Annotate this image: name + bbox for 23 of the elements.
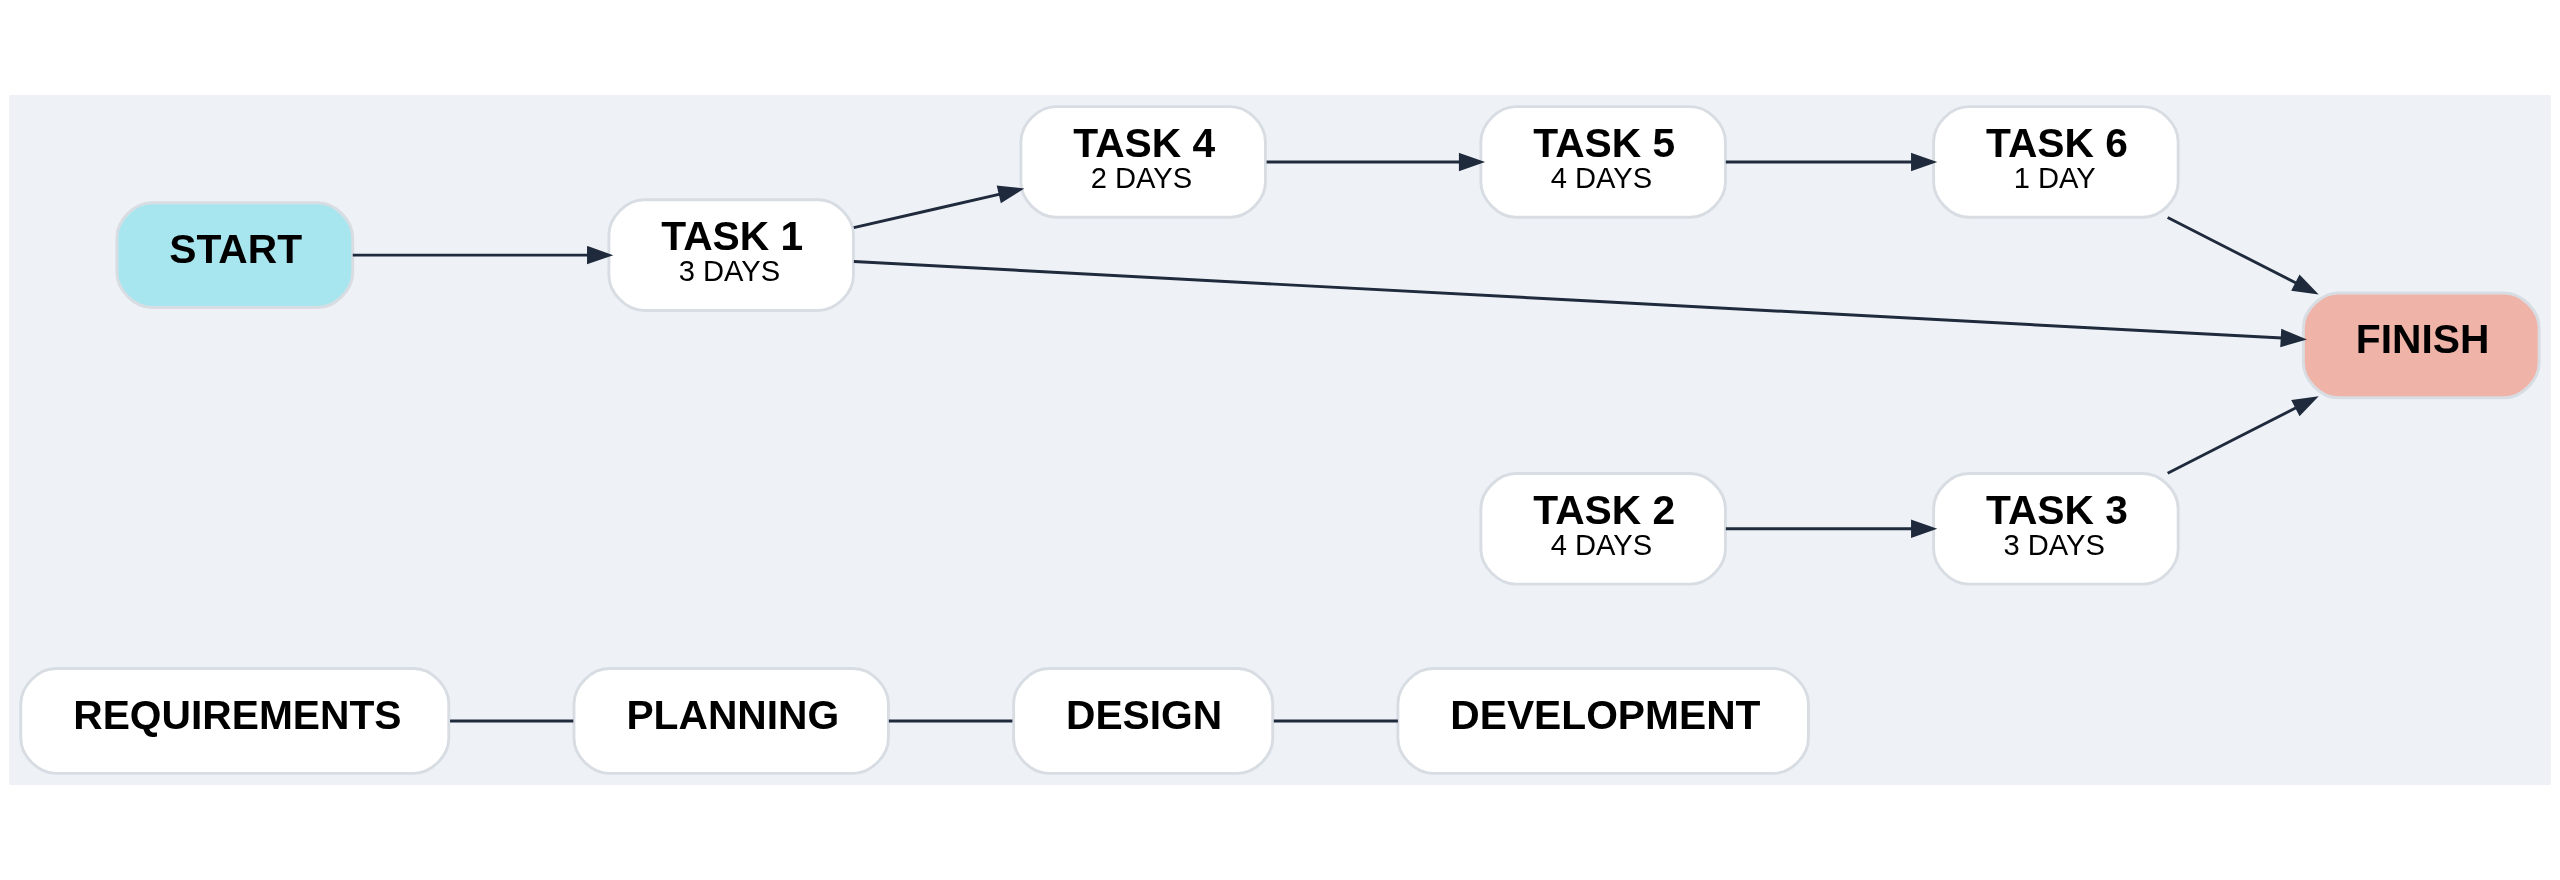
arrow xyxy=(1266,152,1486,172)
arrow xyxy=(2167,216,2319,295)
node-box: TASK 1 3 DAYS xyxy=(607,198,855,312)
arrow xyxy=(2167,396,2319,475)
node-box: TASK 4 2 DAYS xyxy=(1019,105,1267,219)
arrow xyxy=(1725,519,1938,538)
node-box: TASK 2 4 DAYS xyxy=(1479,472,1727,586)
node-box: REQUIREMENTS xyxy=(19,667,451,775)
node-box: TASK 3 3 DAYS xyxy=(1932,472,2180,586)
connector xyxy=(1273,719,1398,723)
node-box: DEVELOPMENT xyxy=(1396,667,1810,775)
arrow xyxy=(853,260,2307,348)
node-box: PLANNING xyxy=(572,667,890,775)
arrow xyxy=(853,185,1025,230)
node-box: FINISH xyxy=(2301,291,2541,400)
connector xyxy=(888,719,1013,723)
node-box: DESIGN xyxy=(1012,667,1275,775)
node-box: TASK 6 1 DAY xyxy=(1932,105,2180,219)
connector xyxy=(450,719,574,723)
arrow xyxy=(1725,152,1938,172)
node-box: START xyxy=(115,201,355,309)
node-box: TASK 5 4 DAYS xyxy=(1479,105,1727,219)
arrow xyxy=(352,245,614,265)
